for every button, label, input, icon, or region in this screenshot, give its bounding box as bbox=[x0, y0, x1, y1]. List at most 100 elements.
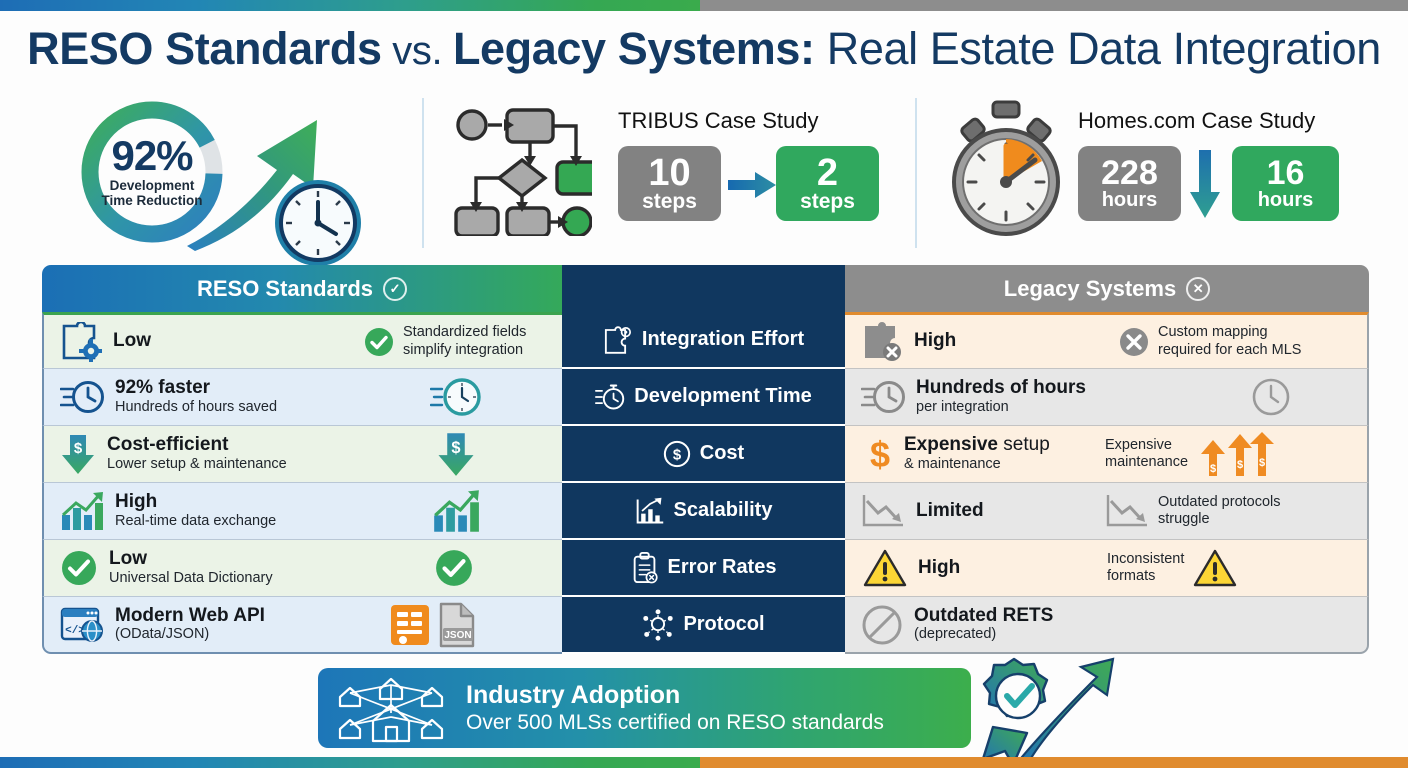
reso-cell-development-time: 92% faster Hundreds of hours saved bbox=[42, 369, 562, 426]
legacy-value-group: High bbox=[863, 548, 960, 588]
reso-cell-cost: $ Cost-efficient Lower setup & maintenan… bbox=[42, 426, 562, 483]
prohibited-icon bbox=[862, 605, 902, 644]
table-header-criteria bbox=[562, 265, 845, 312]
legacy-main-light: setup bbox=[998, 434, 1050, 456]
legacy-main-bold: Expensive bbox=[904, 434, 998, 456]
reso-detail-group: Standardized fields simplify integration bbox=[364, 324, 526, 358]
reso-detail-group bbox=[430, 376, 482, 418]
x-circle-icon: ✕ bbox=[1186, 276, 1211, 301]
reso-detail-line1: Standardized fields bbox=[403, 324, 527, 341]
legacy-main-text: Limited bbox=[916, 499, 984, 521]
legacy-detail-group: Inconsistent formats bbox=[1107, 548, 1237, 588]
table-header-row: RESO Standards ✓ Legacy Systems ✕ bbox=[42, 265, 1369, 312]
table-header-reso: RESO Standards ✓ bbox=[42, 265, 562, 312]
reso-text-group: 92% faster Hundreds of hours saved bbox=[115, 377, 278, 416]
homes-before-chip: 228 hours bbox=[1078, 146, 1181, 221]
bar-chart-up-icon bbox=[61, 492, 103, 530]
upward-arrow-icon bbox=[187, 120, 317, 251]
criterion-label: Cost bbox=[699, 442, 745, 464]
reso-sub-text: Hundreds of hours saved bbox=[115, 398, 278, 415]
clipboard-x-icon bbox=[633, 551, 658, 583]
criterion-cell-development-time: Development Time bbox=[562, 369, 845, 426]
json-file-icon: JSON bbox=[439, 602, 475, 647]
bottom-accent-bar bbox=[0, 757, 1408, 768]
stopwatch-icon bbox=[595, 383, 625, 409]
chart-down-gray-icon bbox=[862, 495, 903, 527]
flowchart-icon bbox=[454, 108, 592, 236]
puzzle-gear-icon bbox=[62, 321, 102, 362]
legacy-text-group: Limited bbox=[916, 499, 984, 522]
svg-text:$: $ bbox=[1210, 463, 1216, 475]
reso-detail-group bbox=[434, 548, 474, 588]
legacy-detail-group: Expensive maintenance $$$ bbox=[1105, 432, 1279, 476]
legacy-detail-line1: Outdated protocols bbox=[1158, 493, 1281, 510]
top-accent-gray bbox=[700, 0, 1408, 11]
homes-after-value: 16 bbox=[1266, 154, 1305, 193]
table-row: 92% faster Hundreds of hours saved bbox=[42, 369, 1369, 426]
reso-value-group: High Real-time data exchange bbox=[60, 491, 276, 531]
tribus-before-chip: 10 steps bbox=[618, 146, 721, 221]
stats-divider-2 bbox=[915, 98, 917, 248]
legacy-main-text: High bbox=[914, 330, 957, 352]
legacy-detail-line2: required for each MLS bbox=[1158, 341, 1302, 358]
reso-cell-integration-effort: Low Standardized fields simplify integra… bbox=[42, 312, 562, 369]
legacy-detail-group: Custom mapping required for each MLS bbox=[1119, 324, 1301, 358]
browser-code-globe-icon: </> bbox=[60, 607, 103, 642]
legacy-main-text: High bbox=[918, 556, 961, 578]
down-arrow-dollar-icon: $ bbox=[62, 435, 94, 474]
legacy-text-group: High bbox=[914, 330, 957, 352]
check-circle-icon: ✓ bbox=[383, 276, 408, 301]
slow-clock-gray-icon bbox=[861, 381, 905, 413]
green-check-icon bbox=[365, 327, 393, 356]
title-vs: vs. bbox=[381, 29, 453, 73]
reso-sub-text: Real-time data exchange bbox=[115, 512, 277, 529]
legacy-value-group: Hundreds of hours per integration bbox=[861, 377, 1086, 416]
house-network-icon bbox=[338, 677, 444, 743]
reso-value-group: Low bbox=[60, 321, 151, 362]
reso-main-text: Low bbox=[109, 548, 147, 570]
svg-text:$: $ bbox=[673, 446, 682, 463]
stopwatch-icon bbox=[952, 100, 1060, 236]
gray-x-icon bbox=[1120, 327, 1148, 356]
legacy-cell-scalability: Limited Outdated protocols struggle bbox=[845, 483, 1369, 540]
table-header-reso-label: RESO Standards bbox=[196, 275, 374, 301]
legacy-value-group: $ Expensive setup & maintenance bbox=[867, 433, 1050, 475]
legacy-detail-text: Outdated protocols struggle bbox=[1158, 494, 1281, 528]
page-title: RESO Standards vs. Legacy Systems: Real … bbox=[0, 26, 1408, 71]
legacy-detail-line1: Custom mapping bbox=[1158, 324, 1268, 341]
reso-value-group: $ Cost-efficient Lower setup & maintenan… bbox=[60, 433, 287, 475]
reso-main-text: High bbox=[115, 491, 158, 513]
reso-cell-error-rates: Low Universal Data Dictionary bbox=[42, 540, 562, 597]
criterion-cell-scalability: Scalability bbox=[562, 483, 845, 540]
table-row: Low Universal Data Dictionary bbox=[42, 540, 1369, 597]
legacy-detail-text: Custom mapping required for each MLS bbox=[1158, 324, 1301, 358]
network-nodes-icon bbox=[643, 608, 674, 641]
legacy-cell-error-rates: High Inconsistent formats bbox=[845, 540, 1369, 597]
reso-text-group: Low bbox=[113, 330, 151, 352]
reso-detail-group: $ bbox=[436, 431, 476, 477]
svg-text:$: $ bbox=[451, 439, 460, 457]
reso-detail-line2: simplify integration bbox=[403, 341, 524, 358]
bottom-accent-gradient bbox=[0, 757, 700, 768]
svg-text:JSON: JSON bbox=[444, 630, 471, 641]
legacy-text-group: Hundreds of hours per integration bbox=[916, 377, 1086, 416]
legacy-main-text: Outdated RETS bbox=[914, 604, 1054, 626]
warning-triangle-icon bbox=[863, 549, 907, 587]
dollar-sign-orange-icon: $ bbox=[870, 434, 890, 475]
puzzle-gear-icon bbox=[604, 325, 631, 354]
fast-clock-teal-icon bbox=[430, 378, 481, 416]
reso-text-group: Low Universal Data Dictionary bbox=[109, 548, 273, 587]
criterion-cell-error-rates: Error Rates bbox=[562, 540, 845, 597]
table-row: High Real-time data exchange bbox=[42, 483, 1369, 540]
svg-text:$: $ bbox=[74, 440, 83, 457]
svg-text:</>: </> bbox=[65, 625, 85, 637]
legacy-value-group: Limited bbox=[861, 492, 984, 530]
criterion-label: Protocol bbox=[683, 613, 765, 635]
table-row: </> Modern Web API (OData/JSON) bbox=[42, 597, 1369, 654]
criterion-label: Development Time bbox=[634, 385, 812, 407]
reso-main-text: Low bbox=[113, 330, 151, 352]
legacy-main-text: Hundreds of hours bbox=[916, 377, 1086, 399]
down-arrow-dollar-icon: $ bbox=[438, 433, 474, 476]
criterion-cell-integration-effort: Integration Effort bbox=[562, 312, 845, 369]
tribus-before-unit: steps bbox=[642, 190, 697, 214]
